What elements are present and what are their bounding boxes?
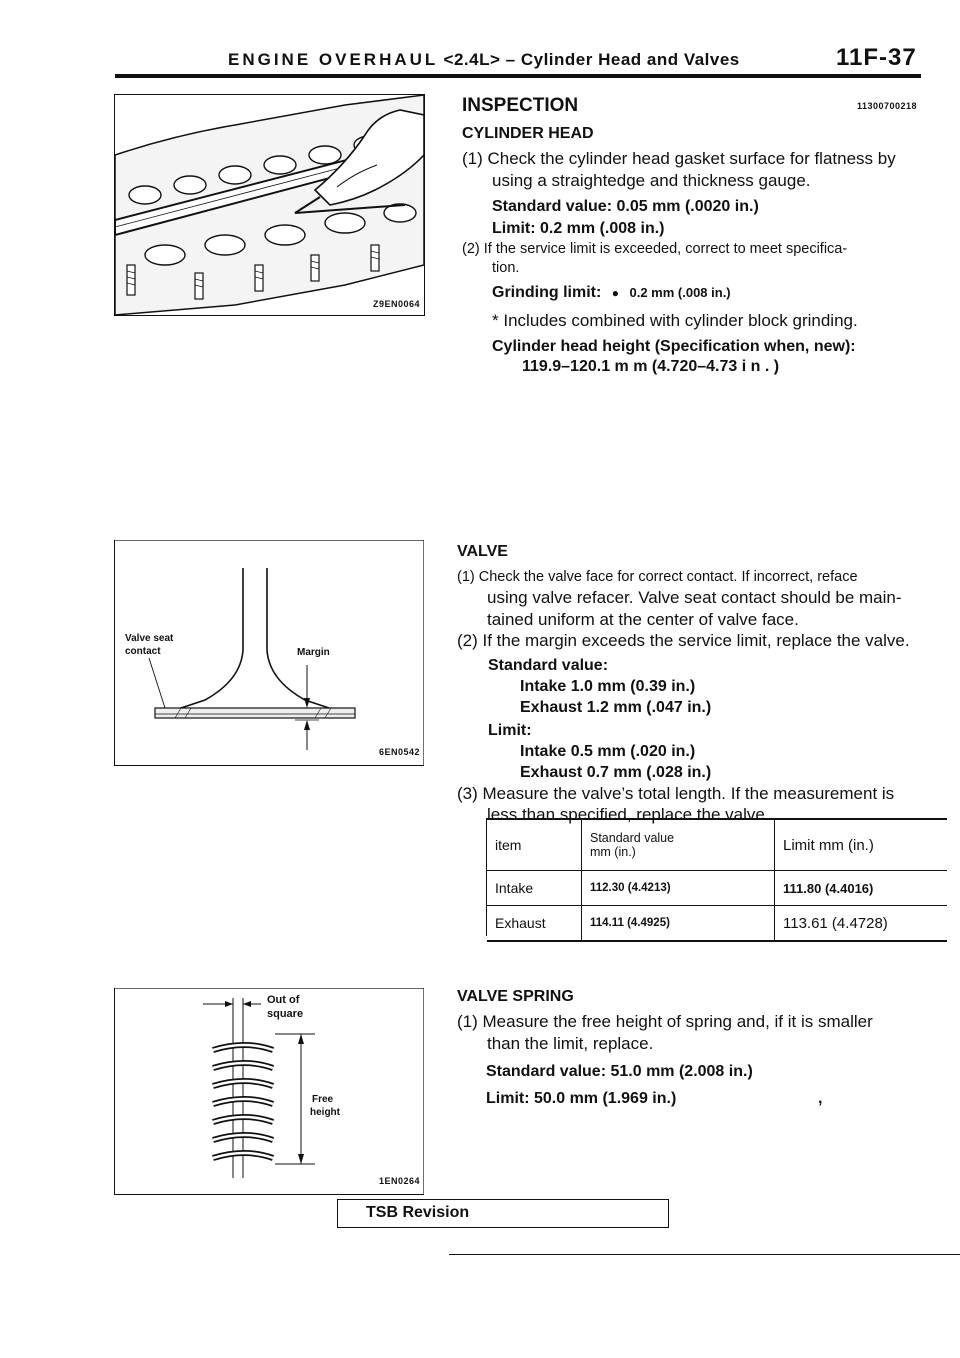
- header-rule: [115, 74, 921, 78]
- step-text: (2) If the service limit is exceeded, co…: [462, 241, 848, 257]
- valve-spring-title: VALVE SPRING: [457, 988, 574, 1005]
- note: * Includes combined with cylinder block …: [492, 311, 858, 330]
- standard-value: Standard value: 0.05 mm (.0020 in.): [492, 198, 759, 215]
- standard-label: Standard value:: [488, 657, 609, 674]
- step-text: using valve refacer. Valve seat contact …: [487, 588, 902, 607]
- row-item: Exhaust: [487, 905, 582, 942]
- valve-title: VALVE: [457, 543, 508, 560]
- bottom-rule: [449, 1254, 960, 1255]
- step-text: (1) Check the cylinder head gasket surfa…: [462, 149, 896, 168]
- limit-value: Limit: 0.2 mm (.008 in.): [492, 220, 665, 237]
- step-text: using a straightedge and thickness gauge…: [492, 171, 811, 190]
- label-free: Free: [312, 1094, 334, 1105]
- grinding-limit: Grinding limit: ● 0.2 mm (.008 in.): [492, 284, 731, 301]
- head-height-value: 119.9–120.1 m m (4.720–4.73 i n . ): [522, 358, 780, 375]
- stray-comma: ,: [818, 1090, 823, 1107]
- figure-code: 6EN0542: [378, 747, 420, 757]
- table-header-row: item Standard value mm (in.) Limit mm (i…: [487, 818, 947, 871]
- row-standard: 114.11 (4.4925): [581, 905, 775, 942]
- table-left-rule: [486, 818, 487, 936]
- cylinder-head-illustration: [114, 94, 425, 316]
- valve-length-table: item Standard value mm (in.) Limit mm (i…: [487, 818, 947, 942]
- step-text: tained uniform at the center of valve fa…: [487, 610, 799, 629]
- standard-value: Standard value: 51.0 mm (2.008 in.): [486, 1063, 753, 1080]
- limit-exhaust: Exhaust 0.7 mm (.028 in.): [520, 764, 712, 781]
- cylinder-head-title: CYLINDER HEAD: [462, 125, 594, 142]
- tsb-revision-box: TSB Revision: [337, 1199, 669, 1228]
- label-square: square: [267, 1008, 304, 1020]
- row-standard: 112.30 (4.4213): [581, 870, 775, 906]
- limit-label: Limit:: [488, 722, 532, 739]
- label-margin: Margin: [297, 647, 330, 658]
- table-row: Intake 112.30 (4.4213) 111.80 (4.4016): [487, 870, 947, 906]
- tsb-revision-label: TSB Revision: [366, 1204, 470, 1221]
- header-title: ENGINE OVERHAUL <2.4L> – Cylinder Head a…: [228, 50, 740, 69]
- figure-valve: Valve seat contact Margin 6EN0542: [114, 539, 425, 766]
- step-text: (3) Measure the valve’s total length. If…: [457, 784, 895, 803]
- limit-intake: Intake 0.5 mm (.020 in.): [520, 743, 696, 760]
- step-text: than the limit, replace.: [487, 1034, 654, 1053]
- label-contact: contact: [125, 646, 161, 657]
- table-row: Exhaust 114.11 (4.4925) 113.61 (4.4728): [487, 905, 947, 942]
- bullet-icon: ●: [611, 286, 620, 300]
- header-item: item: [487, 818, 582, 871]
- label-valve-seat: Valve seat: [125, 633, 174, 644]
- figure-spring: Out of square Free height 1EN0264: [114, 987, 425, 1195]
- head-height-label: Cylinder head height (Specification when…: [492, 338, 856, 355]
- standard-exhaust: Exhaust 1.2 mm (.047 in.): [520, 699, 712, 716]
- figure-code: Z9EN0064: [372, 299, 420, 309]
- step-text: (1) Measure the free height of spring an…: [457, 1012, 873, 1031]
- step-text: tion.: [492, 260, 520, 276]
- step-text: (1) Check the valve face for correct con…: [457, 569, 858, 585]
- figure-code: 1EN0264: [378, 1176, 420, 1186]
- header-limit: Limit mm (in.): [774, 818, 947, 871]
- step-text: (2) If the margin exceeds the service li…: [457, 631, 910, 650]
- figure-cylinder-head: Z9EN0064: [114, 94, 425, 316]
- inspection-code: 11300700218: [857, 101, 918, 111]
- label-out-of: Out of: [267, 994, 300, 1006]
- valve-illustration: [115, 539, 425, 765]
- page-number: 11F-37: [836, 44, 917, 71]
- header-standard: Standard value mm (in.): [581, 818, 775, 871]
- label-height: height: [310, 1107, 340, 1118]
- limit-value: Limit: 50.0 mm (1.969 in.): [486, 1090, 677, 1107]
- row-item: Intake: [487, 870, 582, 906]
- row-limit: 111.80 (4.4016): [774, 870, 947, 906]
- row-limit: 113.61 (4.4728): [774, 905, 947, 942]
- standard-intake: Intake 1.0 mm (0.39 in.): [520, 678, 696, 695]
- inspection-title: INSPECTION: [462, 95, 579, 116]
